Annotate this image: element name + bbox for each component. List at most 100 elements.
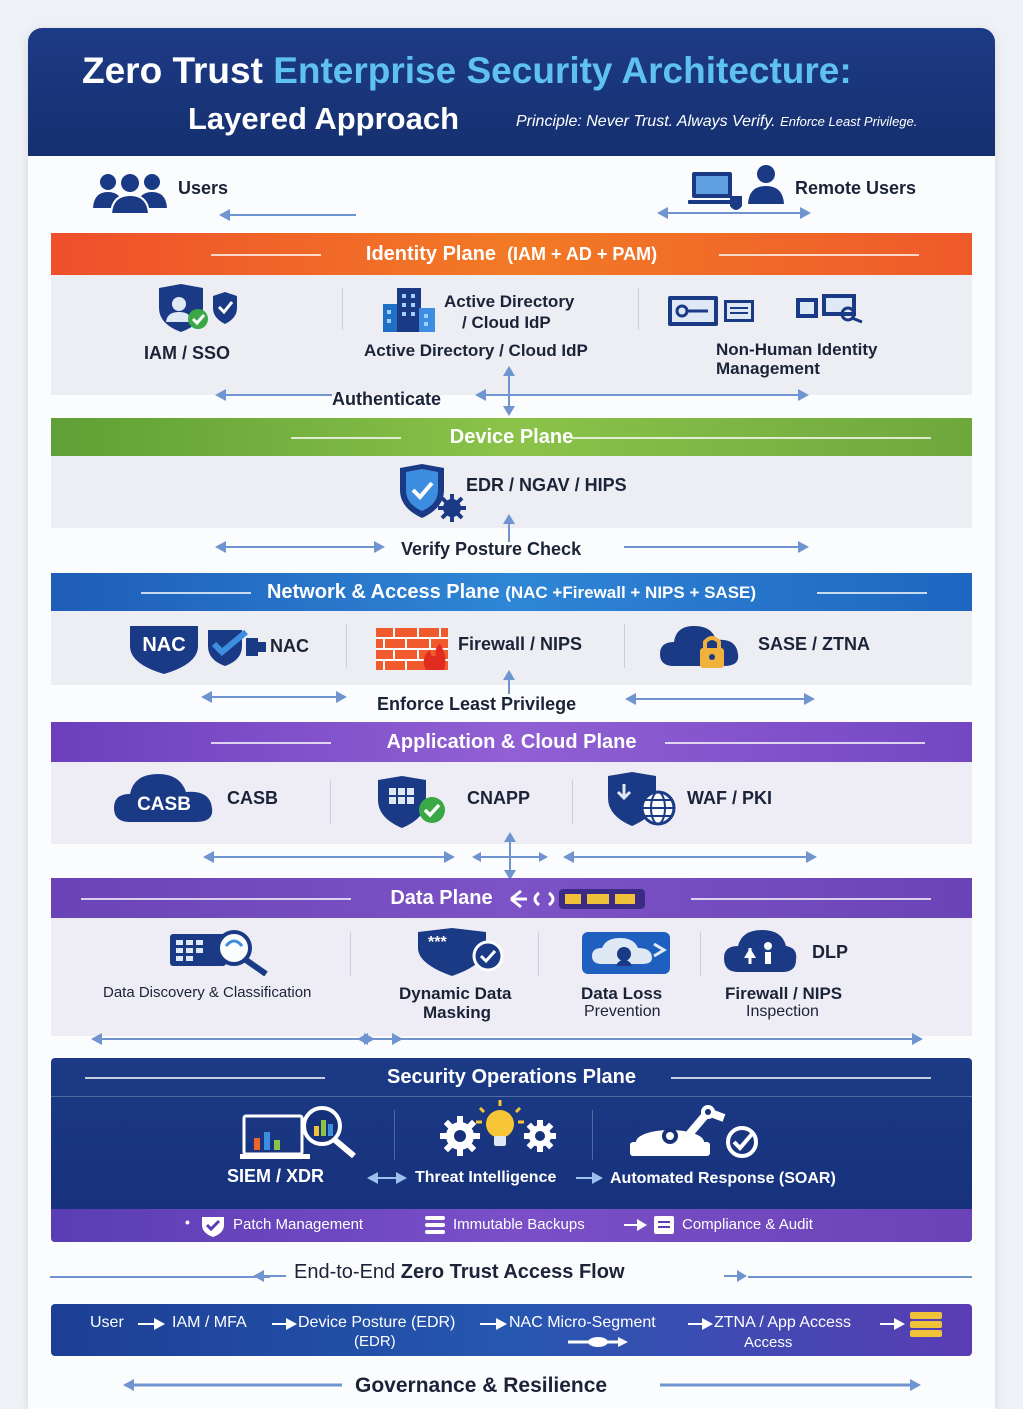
data-mid-arrow [357, 1033, 403, 1045]
data-plane-band: Data Plane [51, 878, 972, 918]
application-plane-band: Application & Cloud Plane [51, 722, 972, 762]
patch-bullet: • [185, 1214, 190, 1230]
backups-stack-icon [425, 1216, 445, 1239]
nhi-line1: Non-Human Identity [716, 340, 878, 359]
siem-magnifier-icon [240, 1104, 364, 1165]
masking-badge-text: *** [428, 934, 447, 951]
authenticate-label: Authenticate [332, 389, 442, 409]
flow-title: End-to-End Zero Trust Access Flow [294, 1261, 625, 1283]
data-plane-title: Data Plane [390, 887, 493, 909]
waf-label: WAF / PKI [687, 788, 772, 808]
data-plane-tokens-icon [510, 889, 645, 909]
page-title: Zero Trust Enterprise Security Architect… [82, 50, 852, 92]
threat-soar-arrow [576, 1172, 603, 1184]
siem-label: SIEM / XDR [227, 1166, 325, 1186]
fw-inspection-line2: Inspection [746, 1003, 819, 1020]
app-left-arrow [203, 851, 455, 863]
sase-cloud-lock-icon [660, 622, 752, 677]
dlp-people-icon [724, 928, 798, 979]
dlp-line2: Prevention [584, 1003, 661, 1020]
network-plane-title: Network & Access Plane (NAC +Firewall + … [266, 581, 757, 603]
active-directory-icon [383, 286, 435, 337]
dlp-label: DLP [812, 942, 848, 962]
ad-line2: / Cloud IdP [462, 313, 551, 332]
flow-step-iam: IAM / MFA [172, 1314, 247, 1331]
backups-compliance-arrow [624, 1219, 647, 1231]
architecture-card: Zero Trust Enterprise Security Architect… [28, 28, 995, 1409]
posture-label: Verify Posture Check [401, 539, 582, 559]
principle-small: Enforce Least Privilege. [780, 114, 918, 129]
firewall-label: Firewall / NIPS [458, 634, 583, 654]
remote-users-label: Remote Users [795, 178, 917, 198]
casb-badge-text: CASB [137, 794, 191, 815]
casb-label: CASB [227, 788, 279, 808]
flow-arrow-3 [480, 1318, 507, 1330]
masking-line2: Masking [423, 1003, 492, 1022]
casb-cloud-icon: CASB [114, 772, 226, 829]
title-accent: Enterprise Security Architecture: [273, 50, 852, 91]
ad-caption: Active Directory / Cloud IdP [364, 341, 588, 360]
edr-label: EDR / NGAV / HIPS [466, 475, 627, 495]
iam-sso-label: IAM / SSO [144, 343, 231, 363]
flow-arrow-4 [688, 1318, 713, 1330]
authenticate-right-arrow [475, 389, 809, 401]
cnapp-shield-icon [376, 776, 456, 833]
identity-plane-title: Identity Plane (IAM + AD + PAM) [365, 243, 658, 265]
flow-segment-icon [568, 1334, 628, 1352]
principle-text: Principle: Never Trust. Always Verify. E… [516, 113, 917, 131]
page-subtitle: Layered Approach [188, 101, 460, 136]
masking-line1: Dynamic Data [399, 984, 512, 1003]
flow-step-device-sub: (EDR) [354, 1333, 396, 1350]
service-key-icon [668, 294, 758, 333]
device-plane-title: Device Plane [449, 426, 574, 448]
discovery-label: Data Discovery & Classification [103, 984, 312, 1001]
least-priv-right-arrow [625, 693, 815, 705]
data-right-arrow [400, 1033, 923, 1045]
dlp-line1: Data Loss [581, 984, 663, 1003]
waf-globe-icon [606, 772, 682, 833]
flow-title-right-arrow [724, 1270, 747, 1282]
remote-users-arrow [657, 207, 811, 219]
nac-label: NAC [270, 636, 309, 656]
patch-label: Patch Management [233, 1216, 364, 1233]
app-center-arrows [472, 832, 548, 880]
nhi-line2: Management [716, 359, 820, 378]
identity-plane-band: Identity Plane (IAM + AD + PAM) [51, 233, 972, 275]
data-discovery-icon [170, 930, 270, 981]
cnapp-label: CNAPP [467, 788, 531, 808]
authenticate-left-arrow [215, 389, 332, 401]
network-plane-band: Network & Access Plane (NAC +Firewall + … [51, 573, 972, 611]
data-left-arrow [91, 1033, 375, 1045]
nac-badge-icon: NAC [128, 624, 200, 679]
compliance-label: Compliance & Audit [682, 1216, 813, 1233]
backups-label: Immutable Backups [453, 1216, 585, 1233]
masking-shield-icon: *** [416, 928, 508, 983]
sase-label: SASE / ZTNA [758, 634, 871, 654]
authenticate-vertical-arrow [503, 366, 515, 416]
device-panel [51, 456, 972, 528]
secops-plane-band: Security Operations Plane [51, 1058, 972, 1096]
flow-title-line-right [748, 1276, 972, 1278]
dlp-cloud-icon [580, 930, 672, 981]
flow-step-device: Device Posture (EDR) [298, 1314, 456, 1331]
iam-shield-icon [155, 284, 241, 339]
ad-line1: Active Directory [444, 292, 575, 311]
principle-main: Principle: Never Trust. Always Verify. [516, 113, 776, 130]
posture-left-arrow [215, 541, 385, 553]
flow-arrow-1 [138, 1318, 165, 1330]
users-icon [90, 170, 172, 219]
governance-left-arrow [123, 1379, 342, 1391]
least-priv-up-arrow [503, 670, 515, 694]
flow-strip [51, 1304, 972, 1356]
governance-title: Governance & Resilience [355, 1374, 608, 1397]
soar-label: Automated Response (SOAR) [610, 1170, 836, 1187]
flow-step-ztna: ZTNA / App Access [714, 1314, 851, 1331]
secops-plane-title: Security Operations Plane [387, 1066, 636, 1088]
flow-arrow-2 [272, 1318, 297, 1330]
header: Zero Trust Enterprise Security Architect… [28, 28, 995, 156]
nac-badge-text: NAC [142, 634, 186, 656]
flow-server-icon [910, 1312, 942, 1343]
edr-shield-gear-icon [396, 464, 472, 527]
network-panel [51, 611, 972, 685]
flow-title-left-arrow [253, 1270, 286, 1282]
